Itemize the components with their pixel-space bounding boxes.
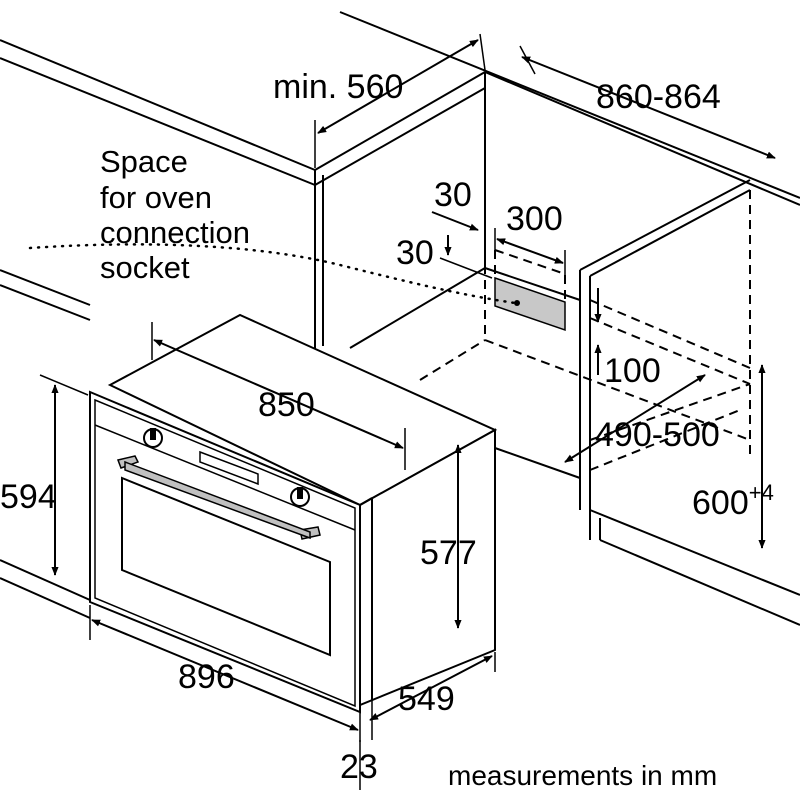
dim-body-height: 577 (420, 534, 477, 572)
dim-niche-width: 860-864 (596, 78, 721, 116)
dim-niche-height-tolerance: +4 (749, 480, 774, 505)
dim-min-height: min. 560 (273, 68, 403, 106)
display-panel (199, 450, 259, 486)
left-knob-icon (143, 428, 163, 448)
right-knob-icon (290, 487, 310, 507)
dim-socket-offset-top: 30 (396, 234, 434, 272)
dim-front-width: 896 (178, 658, 235, 696)
dim-socket-offset-side: 30 (434, 176, 472, 214)
socket-point (514, 300, 520, 306)
socket-label-line4: socket (100, 250, 190, 285)
dim-front-thickness: 23 (340, 748, 378, 786)
socket-label-line3: connection (100, 215, 250, 250)
socket-label-line1: Space (100, 144, 188, 179)
dimension-lines (39, 33, 776, 790)
dim-niche-height: 600+4 (692, 480, 774, 522)
socket-area (494, 276, 566, 332)
door-handle (116, 455, 321, 540)
dim-front-height: 594 (0, 478, 57, 516)
dim-socket-height: 100 (604, 352, 661, 390)
dim-body-width: 850 (258, 386, 315, 424)
dim-body-depth: 549 (398, 680, 455, 718)
dim-socket-width: 300 (506, 200, 563, 238)
socket-dotted-line (28, 243, 517, 305)
oven-body (89, 313, 498, 714)
socket-label-line2: for oven (100, 180, 212, 215)
footer-units: measurements in mm (448, 760, 717, 791)
dim-niche-depth: 490-500 (595, 416, 720, 454)
